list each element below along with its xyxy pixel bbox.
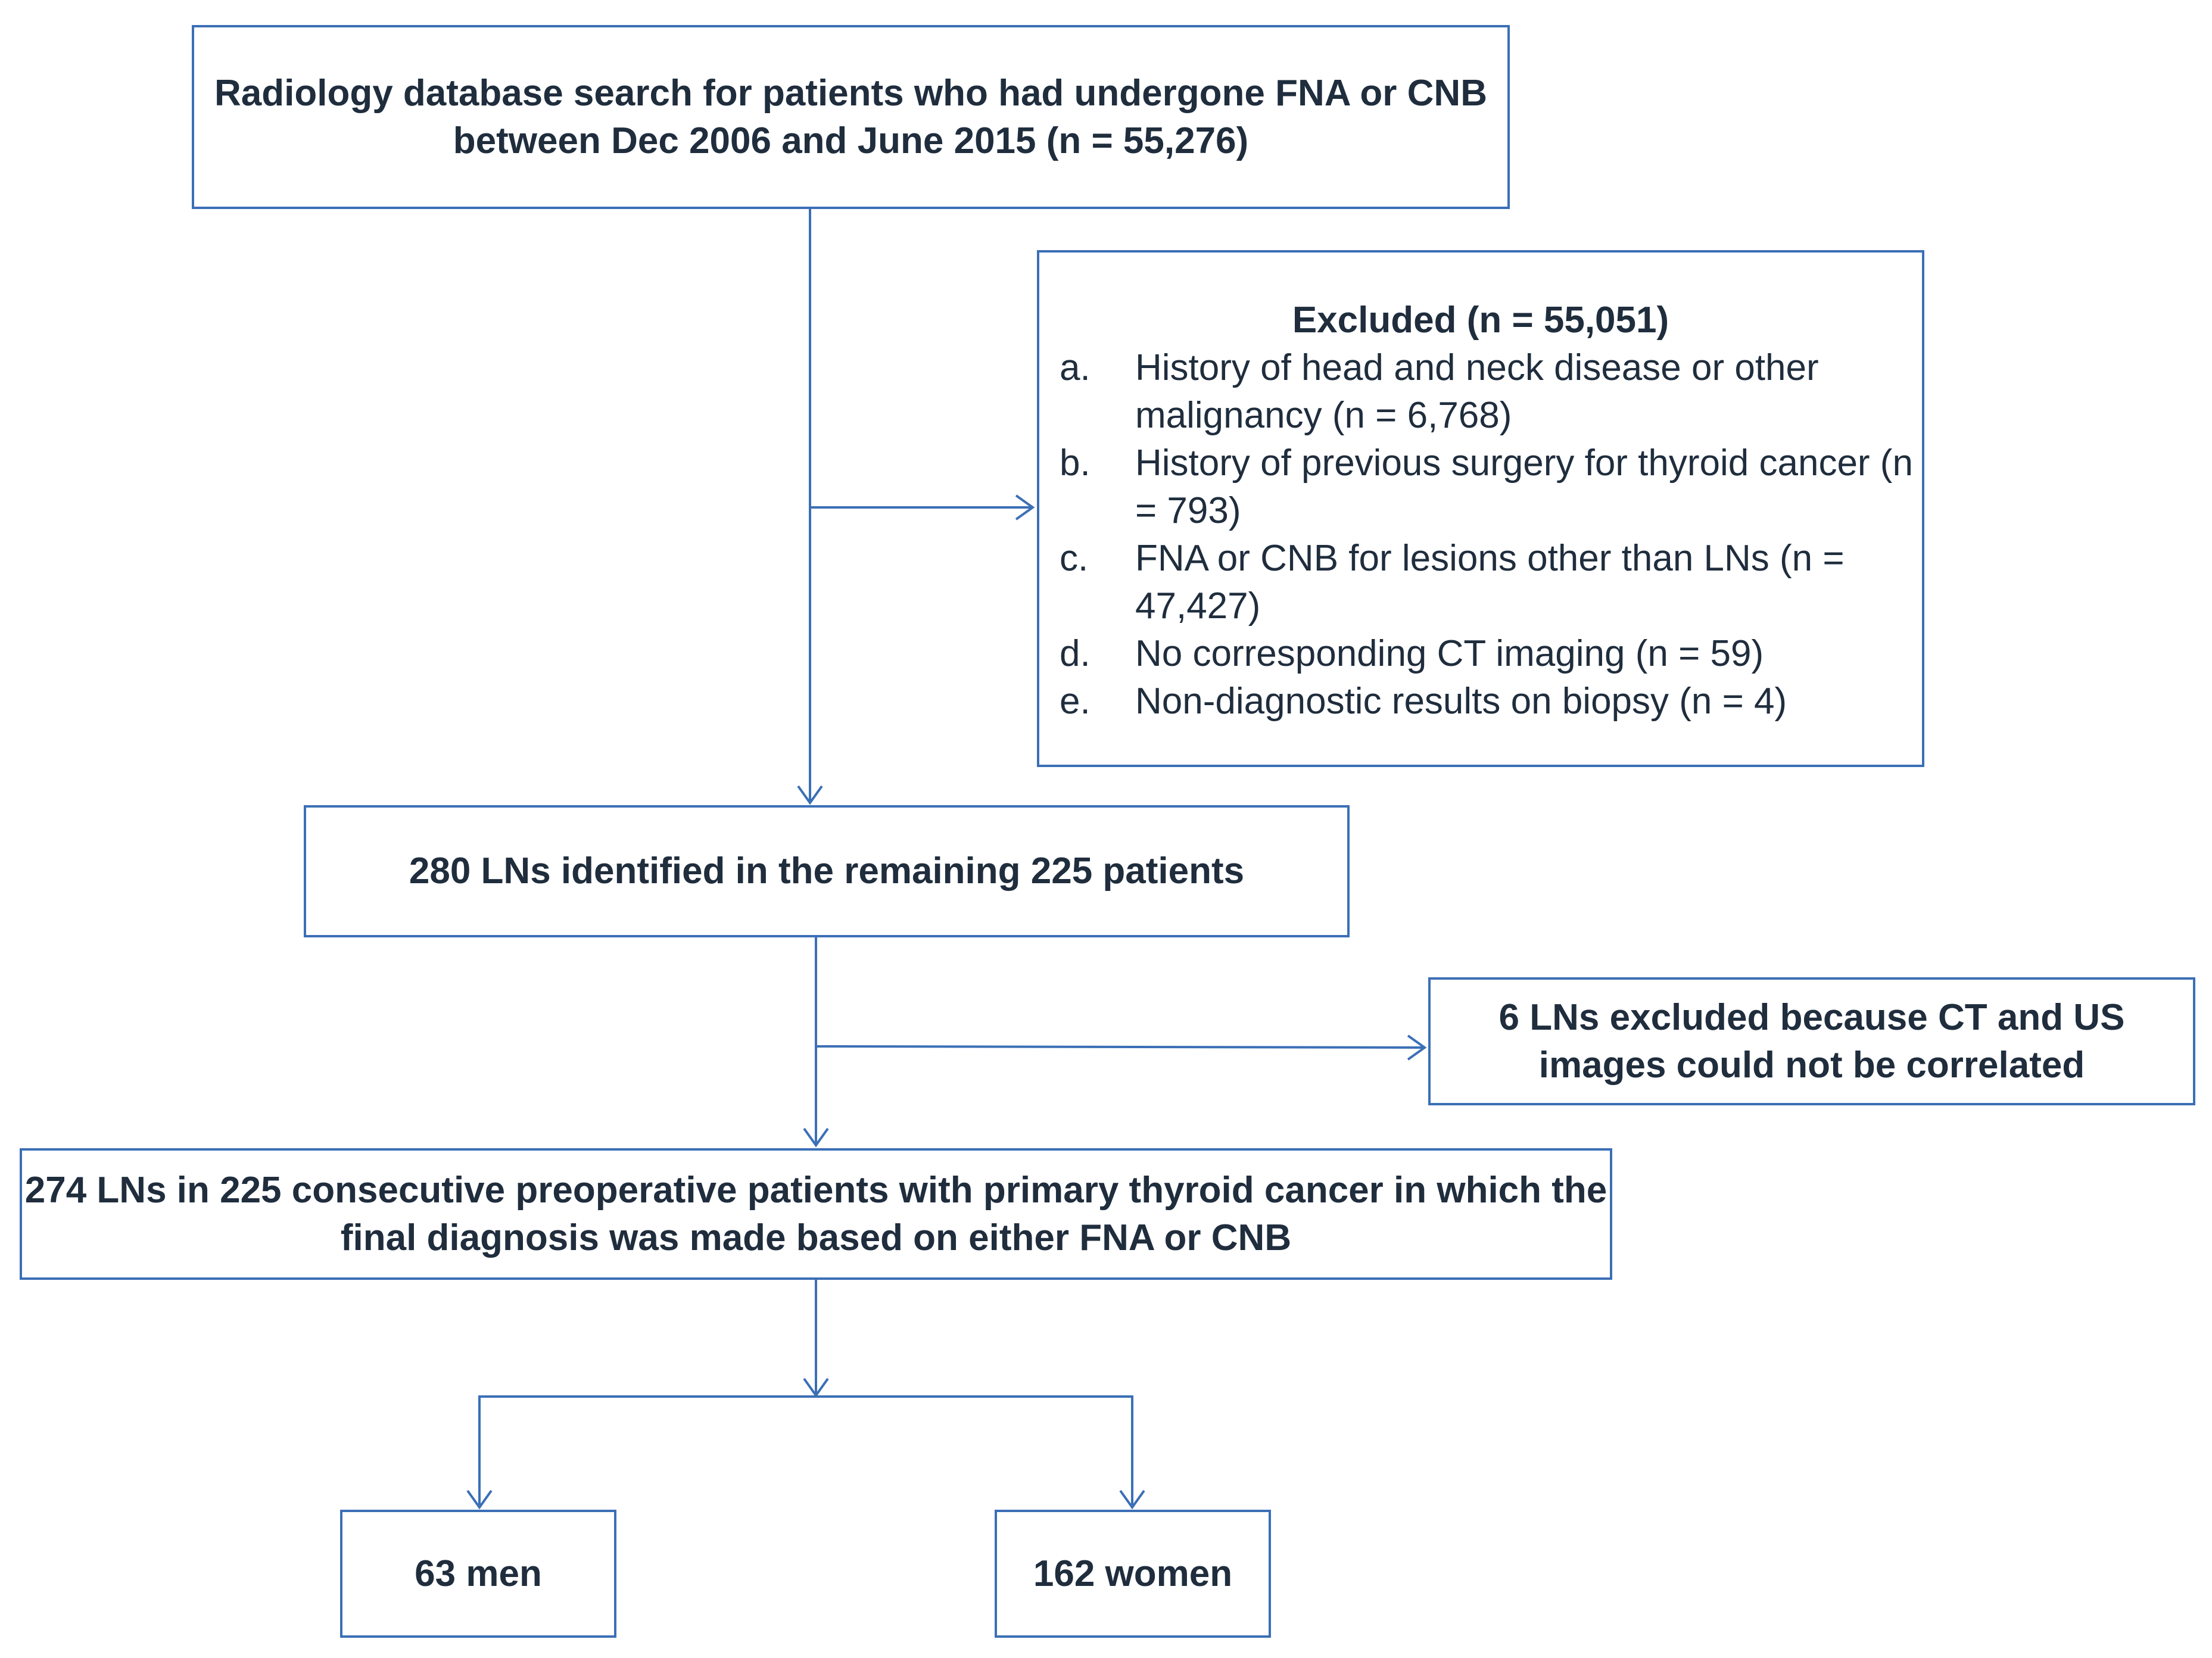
excluded-title: Excluded (n = 55,051) — [1292, 300, 1669, 341]
excluded-item-marker: e. — [1060, 681, 1091, 722]
excluded-item: a. History of head and neck disease or o… — [1060, 344, 1917, 440]
women-text: 162 women — [1033, 1553, 1233, 1594]
men-box: 63 men — [340, 1510, 616, 1638]
connector-split-branch — [478, 1395, 1133, 1505]
excluded-item-marker: a. — [1060, 347, 1091, 388]
remaining-box: 280 LNs identified in the remaining 225 … — [304, 805, 1350, 937]
excluded-item-marker: c. — [1060, 538, 1089, 579]
connector-to-correlate — [815, 1045, 1424, 1049]
search-text: Radiology database search for patients w… — [214, 72, 1487, 161]
final-cohort-box: 274 LNs in 225 consecutive preoperative … — [20, 1148, 1612, 1280]
arrowhead-men — [466, 1489, 493, 1510]
excluded-item-marker: b. — [1060, 442, 1091, 484]
excluded-item: d. No corresponding CT imaging (n = 59) — [1060, 630, 1917, 678]
men-text: 63 men — [415, 1553, 542, 1594]
excluded-item-text: FNA or CNB for lesions other than LNs (n… — [1135, 538, 1845, 627]
excluded-item: b. History of previous surgery for thyro… — [1060, 440, 1917, 535]
arrowhead-correlate — [1407, 1034, 1427, 1061]
remaining-text: 280 LNs identified in the remaining 225 … — [409, 850, 1245, 892]
excluded-item-text: Non-diagnostic results on biopsy (n = 4) — [1135, 681, 1787, 722]
final-cohort-text: 274 LNs in 225 consecutive preoperative … — [24, 1169, 1607, 1258]
excluded-list: a. History of head and neck disease or o… — [1060, 344, 1917, 725]
excluded-item-text: No corresponding CT imaging (n = 59) — [1135, 633, 1764, 674]
search-box: Radiology database search for patients w… — [192, 25, 1510, 209]
correlation-excluded-box: 6 LNs excluded because CT and US images … — [1428, 977, 2195, 1105]
excluded-item-text: History of head and neck disease or othe… — [1135, 347, 1819, 436]
arrowhead-women — [1119, 1489, 1145, 1510]
women-box: 162 women — [995, 1510, 1271, 1638]
arrowhead-final — [803, 1127, 829, 1148]
correlation-excluded-text: 6 LNs excluded because CT and US images … — [1498, 996, 2125, 1086]
excluded-item-text: History of previous surgery for thyroid … — [1135, 442, 1913, 531]
excluded-item: e. Non-diagnostic results on biopsy (n =… — [1060, 678, 1917, 725]
arrowhead-excluded — [1015, 494, 1035, 521]
arrowhead-remaining — [797, 785, 823, 805]
excluded-item-marker: d. — [1060, 633, 1091, 674]
excluded-item: c. FNA or CNB for lesions other than LNs… — [1060, 535, 1917, 630]
excluded-box: Excluded (n = 55,051) a. History of head… — [1037, 250, 1924, 767]
